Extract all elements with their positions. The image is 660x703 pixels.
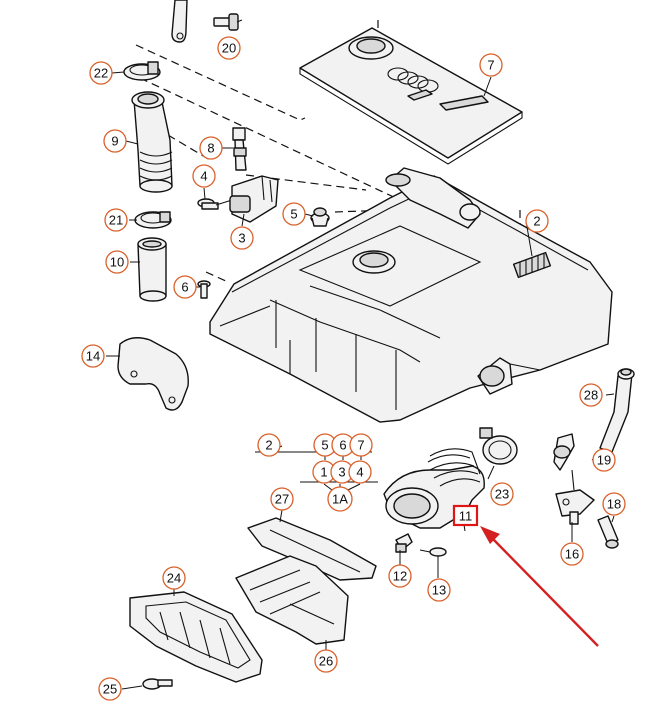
- callout-7: 7: [479, 53, 503, 77]
- svg-text:3: 3: [238, 231, 245, 246]
- callout-18: 18: [602, 492, 626, 516]
- svg-text:1: 1: [320, 465, 327, 480]
- bolt-6: [197, 280, 211, 299]
- brand-rings-icon: [387, 67, 439, 93]
- callout-10: 10: [105, 250, 129, 274]
- callout-8: 8: [199, 136, 223, 160]
- callouts: 20 22 7 9 8 4 3 5 21 2 10 6 14 28 19 2 5…: [81, 36, 626, 701]
- callout-2-assembly: 2: [257, 433, 281, 457]
- callout-20: 20: [217, 36, 241, 60]
- svg-text:4: 4: [356, 465, 363, 480]
- svg-text:28: 28: [584, 388, 598, 403]
- air-guide-26: [235, 555, 349, 645]
- callout-26: 26: [314, 649, 338, 673]
- callout-23: 23: [490, 482, 514, 506]
- svg-text:14: 14: [86, 349, 100, 364]
- svg-text:23: 23: [495, 487, 509, 502]
- callout-27: 27: [270, 487, 294, 511]
- callout-19: 19: [592, 448, 616, 472]
- hose-9: [131, 91, 173, 193]
- svg-text:19: 19: [597, 453, 611, 468]
- intake-duct-11: [383, 448, 485, 529]
- callout-13: 13: [427, 578, 451, 602]
- svg-text:5: 5: [290, 207, 297, 222]
- cover-strip-27: [247, 517, 377, 581]
- callout-14: 14: [81, 344, 105, 368]
- screw-18: [597, 515, 619, 549]
- bracket-14: [117, 337, 189, 411]
- callout-21: 21: [104, 208, 128, 232]
- clamp-22: [123, 61, 161, 81]
- engine-cover: [209, 167, 613, 423]
- highlighted-callout-11: 11: [452, 504, 479, 527]
- callout-4-assembly: 4: [348, 460, 372, 484]
- sleeve-10: [137, 237, 167, 302]
- svg-text:6: 6: [339, 438, 346, 453]
- callout-7-assembly: 7: [349, 433, 373, 457]
- clamp-23: [479, 427, 518, 465]
- bolt-20: [213, 13, 239, 31]
- callout-22: 22: [89, 61, 113, 85]
- clip-12: [395, 533, 413, 553]
- hose-28: [599, 368, 635, 453]
- svg-text:10: 10: [110, 255, 124, 270]
- screw-25: [142, 678, 173, 690]
- svg-text:7: 7: [487, 58, 494, 73]
- grommet-5: [310, 207, 330, 227]
- svg-text:4: 4: [200, 169, 207, 184]
- callout-6-assembly: 6: [331, 433, 355, 457]
- svg-text:2: 2: [533, 214, 540, 229]
- svg-text:3: 3: [338, 465, 345, 480]
- svg-text:25: 25: [103, 682, 117, 697]
- svg-text:27: 27: [275, 492, 289, 507]
- callout-4: 4: [192, 164, 216, 188]
- svg-text:21: 21: [109, 213, 123, 228]
- callout-16: 16: [560, 542, 584, 566]
- assembly-label-1a: 1A: [327, 486, 353, 512]
- svg-text:9: 9: [111, 134, 118, 149]
- svg-text:5: 5: [321, 438, 328, 453]
- callout-28: 28: [579, 383, 603, 407]
- svg-text:12: 12: [393, 569, 407, 584]
- svg-text:7: 7: [357, 438, 364, 453]
- sensor-8: [232, 127, 247, 171]
- svg-text:16: 16: [565, 547, 579, 562]
- svg-text:13: 13: [432, 583, 446, 598]
- callout-3: 3: [230, 226, 254, 250]
- callout-9: 9: [103, 129, 127, 153]
- callout-2-top: 2: [525, 209, 549, 233]
- svg-text:18: 18: [607, 497, 621, 512]
- svg-text:11: 11: [459, 509, 473, 524]
- pointer-arrow: [480, 526, 599, 647]
- meter-3: [229, 175, 279, 223]
- valve-bracket: [553, 433, 595, 525]
- bolt-4: [197, 198, 233, 210]
- clamp-21: [134, 211, 172, 229]
- bracket-top: [171, 0, 188, 43]
- svg-text:6: 6: [181, 280, 188, 295]
- grille-24: [129, 591, 263, 683]
- callout-24: 24: [162, 566, 186, 590]
- callout-5: 5: [282, 202, 306, 226]
- callout-6: 6: [173, 275, 197, 299]
- decorative-cover-7: [299, 27, 523, 165]
- svg-text:22: 22: [94, 66, 108, 81]
- callout-25: 25: [98, 677, 122, 701]
- callout-12: 12: [388, 564, 412, 588]
- svg-text:8: 8: [207, 141, 214, 156]
- screw-13: [419, 547, 447, 557]
- svg-text:2: 2: [265, 438, 272, 453]
- svg-text:26: 26: [319, 654, 333, 669]
- svg-text:20: 20: [222, 41, 236, 56]
- svg-text:1A: 1A: [332, 492, 348, 507]
- svg-text:24: 24: [167, 571, 181, 586]
